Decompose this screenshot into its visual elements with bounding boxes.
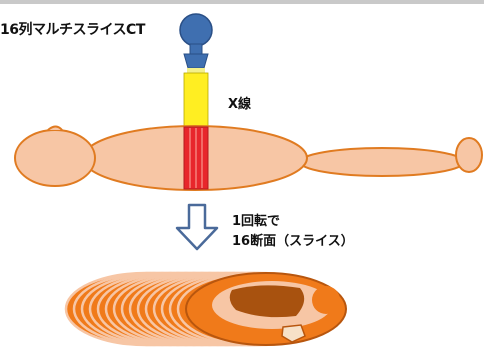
xray-tube-icon: [180, 14, 212, 68]
xray-beam: [184, 68, 208, 128]
patient-body: [15, 126, 482, 190]
down-arrow-icon: [177, 205, 217, 249]
slice-stack: [66, 273, 346, 345]
slice-band: [184, 127, 208, 189]
